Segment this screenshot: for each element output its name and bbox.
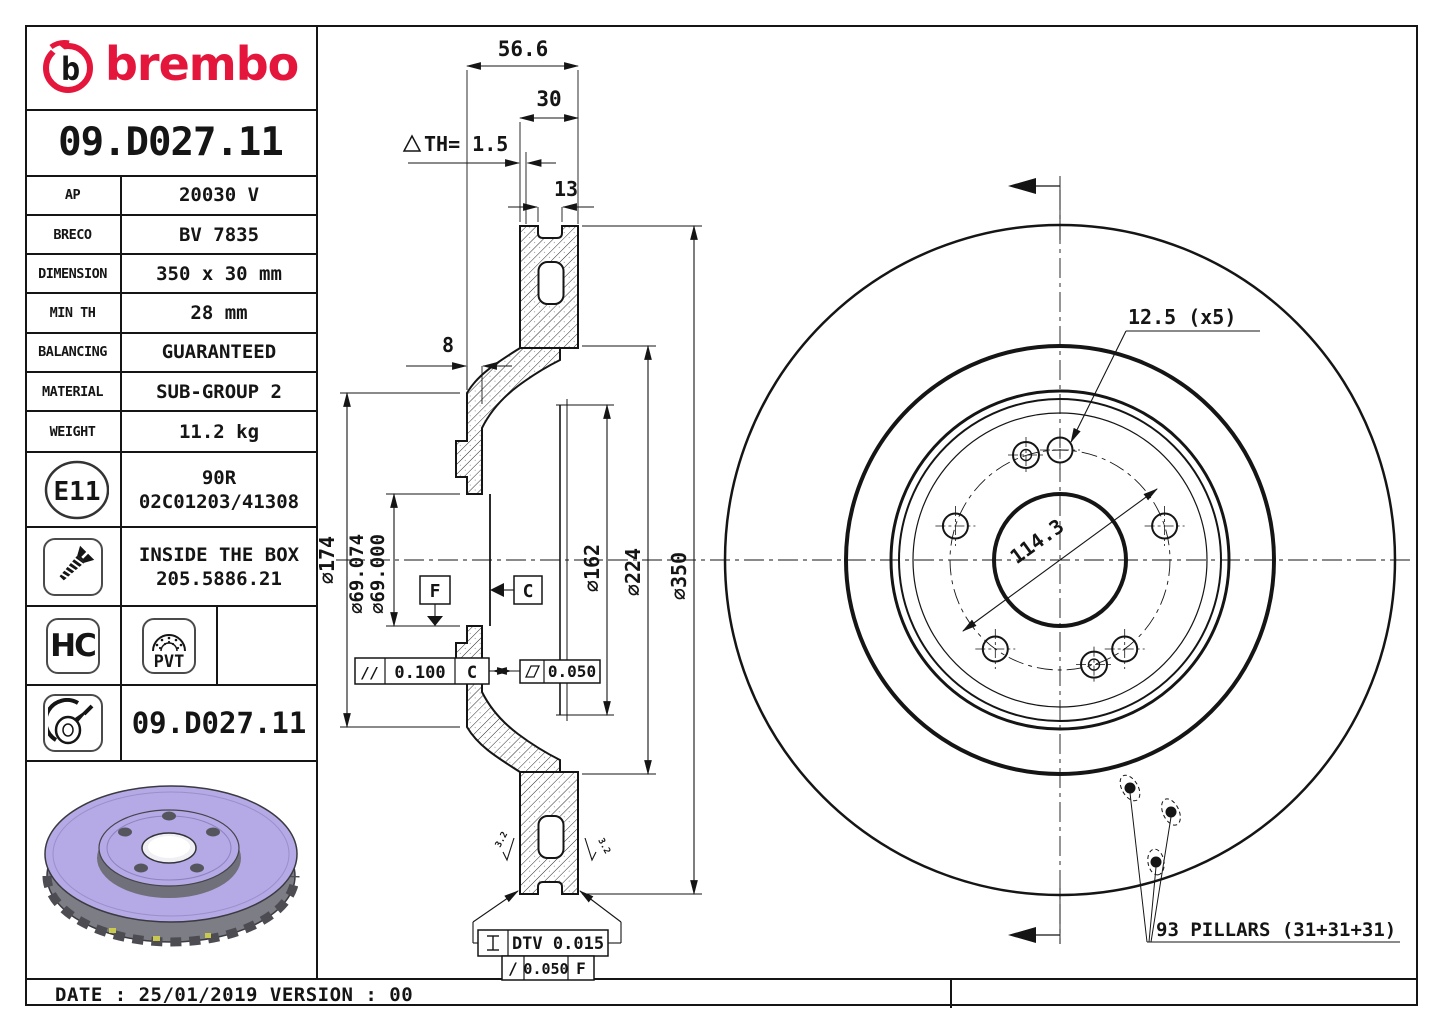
coating-badges-row: HC PVT xyxy=(25,607,316,687)
marking-part-number: 09.D027.11 xyxy=(131,706,307,741)
hc-badge-icon: HC xyxy=(45,617,100,674)
disc-photo-bolt-holes xyxy=(118,811,220,873)
brand-header: b brembo xyxy=(25,25,316,111)
pvt-badge-icon: PVT xyxy=(142,617,196,674)
title-block-footer: DATE : 25/01/2019 VERSION : 00 xyxy=(25,978,1418,1008)
brembo-logo-icon: b xyxy=(42,36,93,93)
svg-text:PVT: PVT xyxy=(154,652,185,671)
disc-marking-icon xyxy=(47,698,93,745)
svg-text:E11: E11 xyxy=(53,477,100,507)
approval-line2: 02C01203/41308 xyxy=(138,490,300,513)
marking-row: 09.D027.11 xyxy=(25,686,316,762)
screw-icon xyxy=(59,545,94,581)
part-number: 09.D027.11 xyxy=(25,111,316,177)
inside-box-line1: INSIDE THE BOX xyxy=(138,543,300,566)
sheet-border xyxy=(25,25,1418,1006)
brand-wordmark: brembo xyxy=(105,36,299,91)
product-photo xyxy=(25,762,316,978)
inside-box-line2: 205.5886.21 xyxy=(156,567,282,590)
approval-line1: 90R xyxy=(201,466,237,489)
e11-badge-icon: E11 xyxy=(44,460,109,520)
inside-box-row: INSIDE THE BOX 205.5886.21 xyxy=(25,528,316,608)
type-approval-row: E11 90R 02C01203/41308 xyxy=(25,453,316,529)
date-version-text: DATE : 25/01/2019 VERSION : 00 xyxy=(55,984,414,1006)
footer-divider xyxy=(950,980,952,1008)
svg-text:b: b xyxy=(61,50,80,88)
